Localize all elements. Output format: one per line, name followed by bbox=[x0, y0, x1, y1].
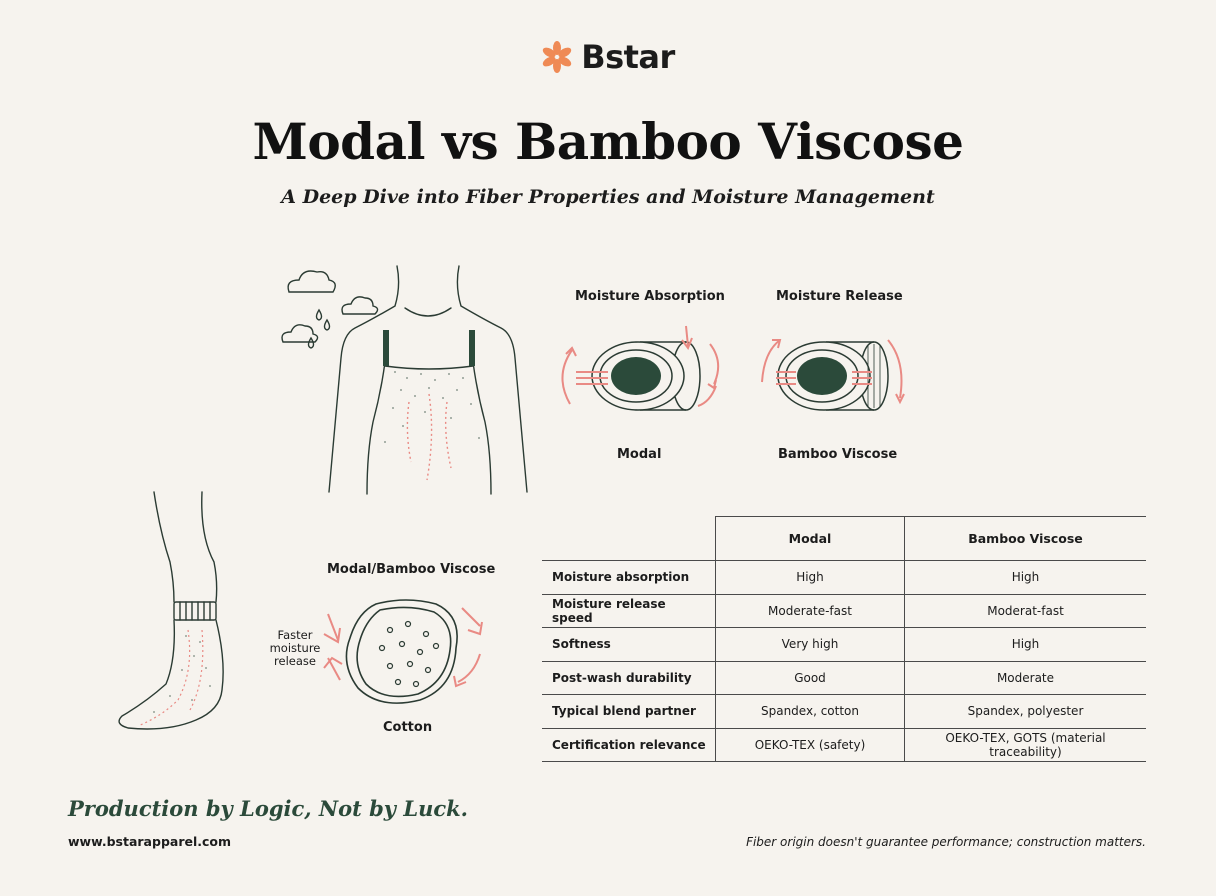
row-label: Certification relevance bbox=[542, 728, 716, 762]
moisture-absorption-label: Moisture Absorption bbox=[575, 289, 725, 304]
bamboo-cell: OEKO-TEX, GOTS (material traceability) bbox=[904, 728, 1146, 762]
bamboo-cell: Spandex, polyester bbox=[904, 694, 1146, 729]
bamboo-cell: Moderat-fast bbox=[904, 594, 1146, 628]
modal-cell: Good bbox=[715, 661, 905, 695]
row-label: Post-wash durability bbox=[542, 661, 716, 695]
tagline: Production by Logic, Not by Luck. bbox=[68, 796, 468, 821]
table-header-modal: Modal bbox=[715, 516, 905, 561]
modal-cell: Spandex, cotton bbox=[715, 694, 905, 729]
bamboo-fiber-diagram bbox=[761, 339, 905, 411]
asterisk-logo-icon bbox=[543, 41, 572, 73]
sock-illustration bbox=[118, 491, 224, 730]
cotton-label: Cotton bbox=[383, 720, 433, 735]
droplet-icon bbox=[323, 318, 331, 331]
modal-cell: High bbox=[715, 560, 905, 595]
faster-release-label: Faster moisture release bbox=[269, 628, 321, 668]
brand-name: Bstar bbox=[581, 38, 675, 76]
cotton-fiber-diagram bbox=[323, 599, 483, 704]
modal-label: Modal bbox=[617, 447, 662, 462]
table-header-bamboo: Bamboo Viscose bbox=[904, 516, 1146, 561]
droplet-icon bbox=[307, 336, 315, 349]
row-label: Softness bbox=[542, 627, 716, 662]
modal-cell: OEKO-TEX (safety) bbox=[715, 728, 905, 762]
bamboo-viscose-label: Bamboo Viscose bbox=[778, 447, 898, 462]
bamboo-cell: Moderate bbox=[904, 661, 1146, 695]
cloud-icon bbox=[287, 270, 336, 293]
moisture-release-label: Moisture Release bbox=[776, 289, 903, 304]
bamboo-cell: High bbox=[904, 627, 1146, 662]
row-label: Moisture absorption bbox=[542, 560, 716, 595]
row-label: Moisture release speed bbox=[542, 594, 716, 628]
modal-fiber-diagram bbox=[561, 325, 720, 411]
bamboo-cell: High bbox=[904, 560, 1146, 595]
page-title: Modal vs Bamboo Viscose bbox=[252, 112, 964, 171]
cami-top-illustration bbox=[281, 265, 528, 495]
table-header-row: Modal Bamboo Viscose bbox=[542, 516, 1146, 561]
droplet-icon bbox=[315, 308, 323, 321]
cloud-icon bbox=[281, 324, 319, 343]
table-row: Softness Very high High bbox=[542, 627, 1146, 662]
modal-cell: Very high bbox=[715, 627, 905, 662]
table-row: Typical blend partner Spandex, cotton Sp… bbox=[542, 694, 1146, 729]
cloud-icon bbox=[341, 296, 379, 315]
table-row: Post-wash durability Good Moderate bbox=[542, 661, 1146, 695]
website-link[interactable]: www.bstarapparel.com bbox=[68, 834, 232, 849]
table-header-corner bbox=[542, 516, 716, 561]
modal-cell: Moderate-fast bbox=[715, 594, 905, 628]
brand-header: Bstar bbox=[0, 38, 1216, 77]
table-row: Moisture release speed Moderate-fast Mod… bbox=[542, 594, 1146, 628]
row-label: Typical blend partner bbox=[542, 694, 716, 729]
page-subtitle: A Deep Dive into Fiber Properties and Mo… bbox=[281, 186, 935, 208]
table-row: Moisture absorption High High bbox=[542, 560, 1146, 595]
footer-note: Fiber origin doesn't guarantee performan… bbox=[746, 835, 1146, 849]
comparison-table: Modal Bamboo Viscose Moisture absorption… bbox=[542, 516, 1146, 762]
table-row: Certification relevance OEKO-TEX (safety… bbox=[542, 728, 1146, 762]
blend-label: Modal/Bamboo Viscose bbox=[327, 562, 496, 577]
